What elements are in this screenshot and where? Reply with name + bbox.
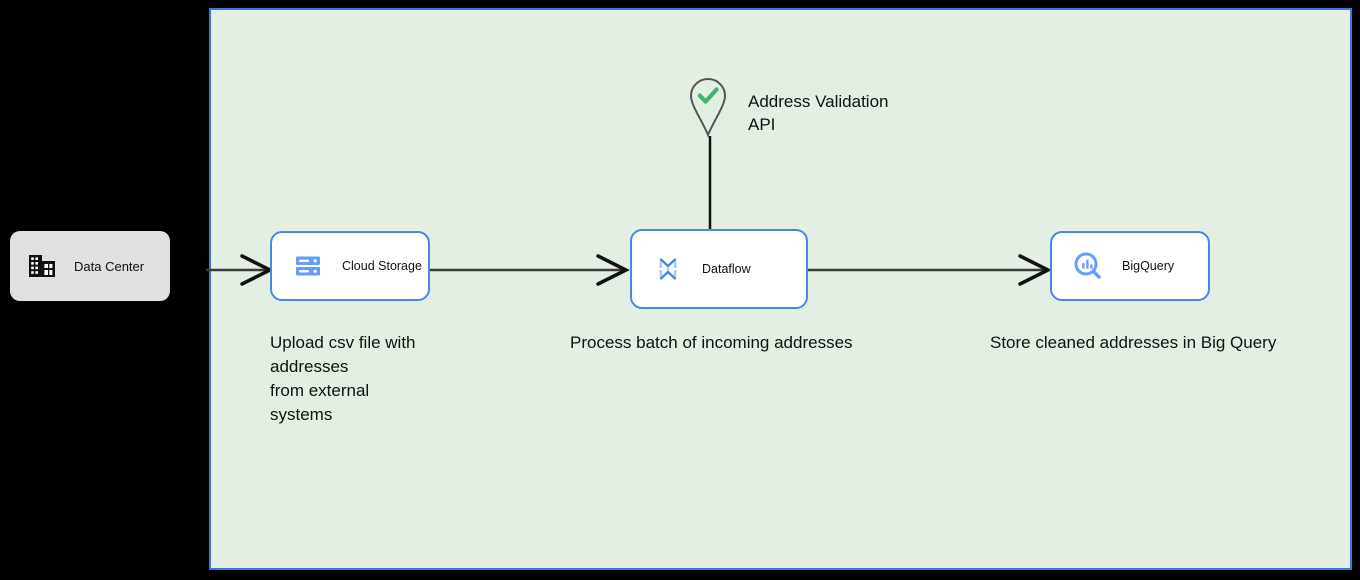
dataflow-icon bbox=[659, 258, 677, 280]
data-center-node[interactable]: Data Center bbox=[10, 231, 170, 301]
node-cloud-storage[interactable]: Cloud Storage bbox=[270, 231, 430, 301]
map-pin-check-icon bbox=[689, 77, 727, 138]
caption-cloud-storage: Upload csv file with addresses from exte… bbox=[270, 333, 416, 424]
node-bigquery[interactable]: BigQuery bbox=[1050, 231, 1210, 301]
data-center-label: Data Center bbox=[74, 258, 145, 274]
caption-bigquery: Store cleaned addresses in Big Query bbox=[990, 333, 1277, 352]
node-bigquery-label: BigQuery bbox=[1122, 259, 1175, 273]
node-dataflow-label: Dataflow bbox=[702, 262, 751, 276]
bigquery-icon bbox=[1074, 252, 1101, 279]
caption-dataflow: Process batch of incoming addresses bbox=[570, 333, 853, 352]
connector-dataflow-to-bigquery bbox=[808, 254, 1052, 286]
data-center-building-icon bbox=[29, 255, 55, 277]
connector-storage-to-dataflow bbox=[430, 254, 630, 286]
node-dataflow[interactable]: Dataflow bbox=[630, 229, 808, 309]
api-label: Address Validation API bbox=[748, 92, 889, 134]
cloud-storage-icon bbox=[296, 256, 320, 276]
connector-datacenter-to-storage bbox=[206, 254, 274, 286]
connector-api-to-dataflow bbox=[708, 136, 712, 230]
node-cloud-storage-label: Cloud Storage bbox=[342, 259, 422, 273]
